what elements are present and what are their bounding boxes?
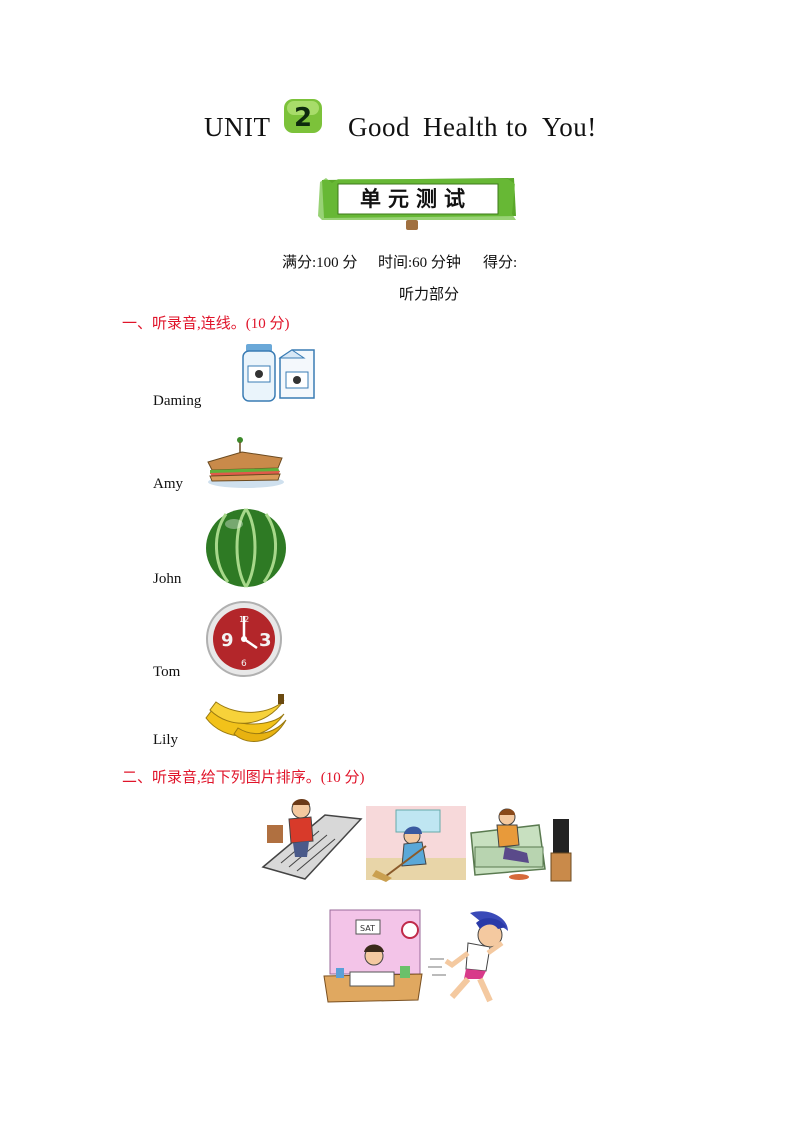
name-daming: Daming	[153, 393, 202, 409]
score-field: 得分:	[483, 255, 518, 271]
svg-text:SAT: SAT	[360, 924, 375, 933]
name-amy: Amy	[153, 476, 183, 492]
title-word-good: Good	[348, 112, 410, 142]
banana-icon	[204, 690, 288, 748]
svg-text:9: 9	[221, 630, 234, 651]
full-marks: 满分:100 分	[282, 255, 358, 271]
title-word-health: Health	[423, 112, 498, 142]
watching-tv-icon	[469, 803, 573, 883]
sweeping-icon	[366, 806, 468, 882]
title-word-you: You!	[542, 112, 597, 142]
unit-label: UNIT	[204, 112, 271, 142]
listening-part-heading: 听力部分	[399, 287, 460, 303]
section2-title: 二、听录音,给下列图片排序。(10 分)	[122, 770, 365, 786]
section1-title: 一、听录音,连线。(10 分)	[122, 316, 290, 332]
unit-number-badge: 2	[282, 97, 324, 135]
unit-test-banner: 单元测试	[318, 176, 518, 232]
running-icon	[428, 909, 514, 1005]
time-limit: 时间:60 分钟	[378, 255, 461, 271]
unit-number: 2	[294, 103, 312, 133]
name-lily: Lily	[153, 732, 178, 748]
banner-text: 单元测试	[360, 187, 472, 211]
name-tom: Tom	[153, 664, 181, 680]
title-word-to: to	[506, 112, 529, 142]
svg-text:3: 3	[259, 630, 272, 651]
name-john: John	[153, 571, 182, 587]
watermelon-icon	[204, 506, 288, 588]
homework-icon: SAT	[322, 908, 424, 1006]
washing-icon	[261, 795, 365, 883]
clock-icon: 9 3 12 6	[205, 600, 283, 678]
svg-text:6: 6	[241, 659, 247, 669]
milk-icon	[240, 342, 318, 404]
sandwich-icon	[204, 436, 286, 490]
